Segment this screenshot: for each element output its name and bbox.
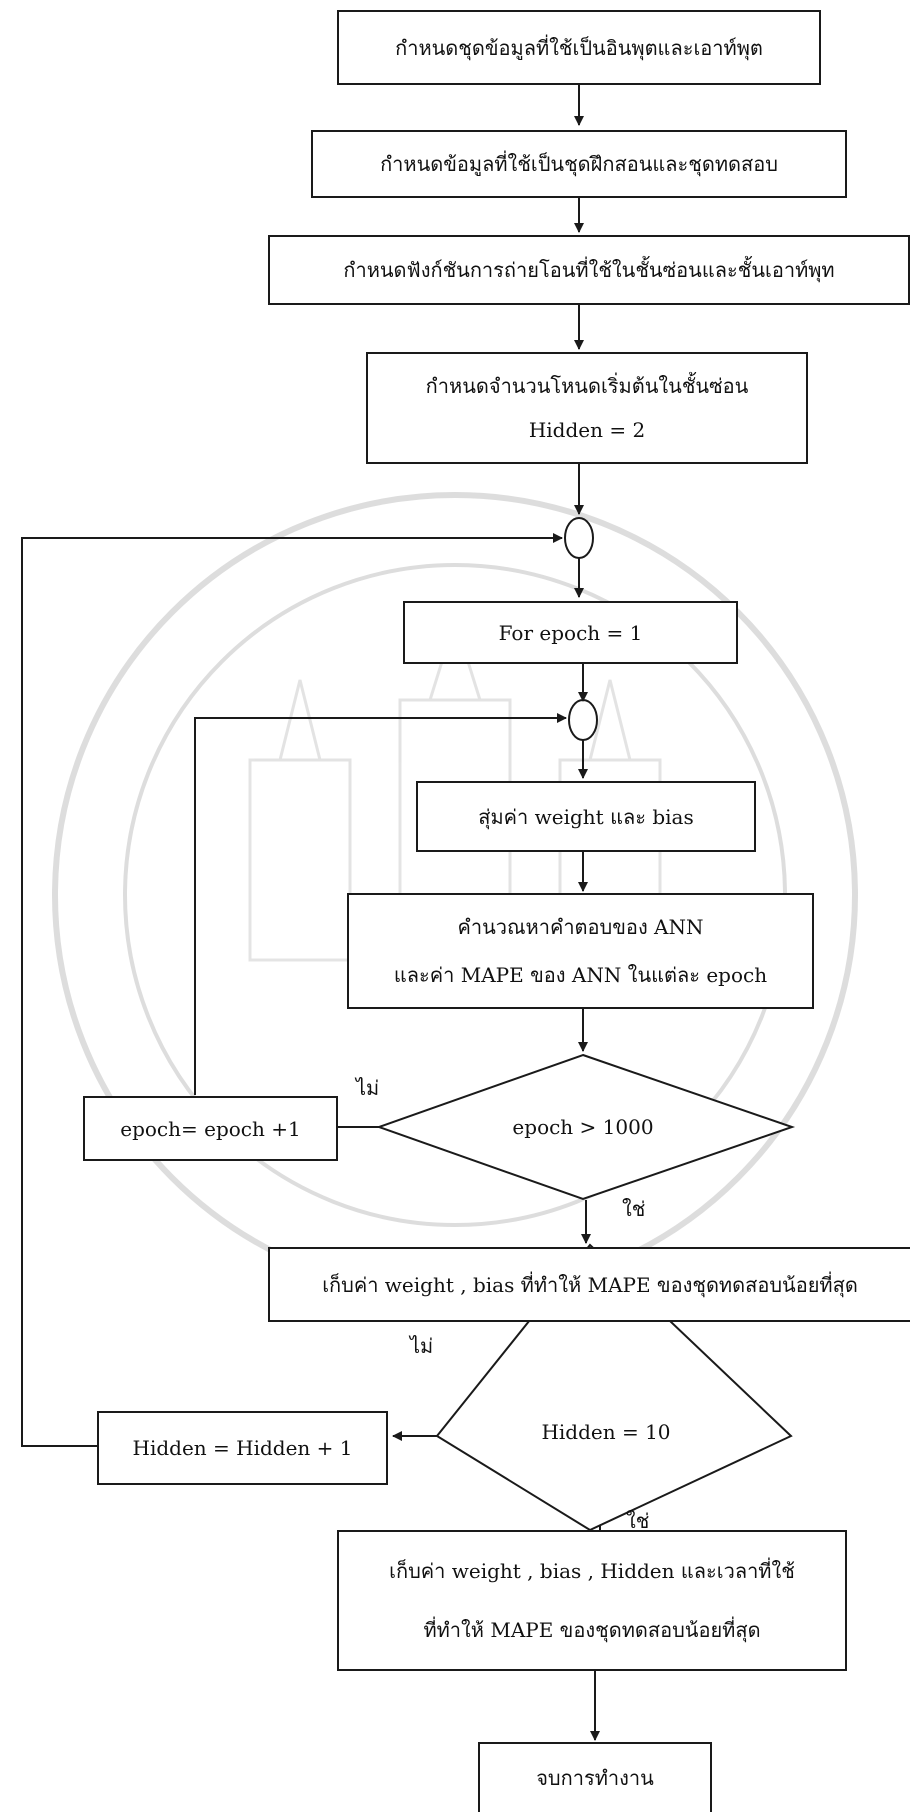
step-init-hidden: กำหนดจำนวนโหนดเริ่มต้นในชั้นซ่อน Hidden … xyxy=(366,352,808,464)
step-init-hidden-text: กำหนดจำนวนโหนดเริ่มต้นในชั้นซ่อน xyxy=(425,374,749,398)
decision-hidden-text: Hidden = 10 xyxy=(541,1420,671,1444)
decision-epoch-text: epoch > 1000 xyxy=(512,1115,654,1139)
step-hidden-increment: Hidden = Hidden + 1 xyxy=(97,1411,388,1485)
decision-epoch xyxy=(375,1053,796,1201)
step-compute-ann-line1: คำนวณหาคำตอบของ ANN xyxy=(457,915,704,939)
step-random-weights: สุ่มค่า weight และ bias xyxy=(416,781,756,852)
label-no-epoch: ไม่ xyxy=(356,1076,380,1100)
hidden-loop-line xyxy=(21,533,563,1447)
step-final-store-line1: เก็บค่า weight , bias , Hidden และเวลาที… xyxy=(389,1559,795,1584)
step-init-hidden-value: Hidden = 2 xyxy=(528,418,646,442)
step-define-io: กำหนดชุดข้อมูลที่ใช้เป็นอินพุตและเอาท์พุ… xyxy=(337,10,821,85)
step-final-store-line2: ที่ทำให้ MAPE ของชุดทดสอบน้อยที่สุด xyxy=(423,1617,761,1642)
step-define-train-test-text: กำหนดข้อมูลที่ใช้เป็นชุดฝึกสอนและชุดทดสอ… xyxy=(380,152,778,176)
step-end-text: จบการทำงาน xyxy=(536,1766,654,1790)
step-define-io-text: กำหนดชุดข้อมูลที่ใช้เป็นอินพุตและเอาท์พุ… xyxy=(395,35,763,60)
connector-outer-loop xyxy=(564,517,594,559)
step-final-store: เก็บค่า weight , bias , Hidden และเวลาที… xyxy=(337,1530,847,1671)
step-define-transfer: กำหนดฟังก์ชันการถ่ายโอนที่ใช้ในชั้นซ่อนแ… xyxy=(268,235,910,305)
step-random-weights-text: สุ่มค่า weight และ bias xyxy=(478,804,694,829)
step-store-best: เก็บค่า weight , bias ที่ทำให้ MAPE ของช… xyxy=(268,1247,910,1322)
step-compute-ann: คำนวณหาคำตอบของ ANN และค่า MAPE ของ ANN … xyxy=(347,893,814,1009)
label-no-hidden: ไม่ xyxy=(410,1334,434,1358)
step-store-best-text: เก็บค่า weight , bias ที่ทำให้ MAPE ของช… xyxy=(322,1272,858,1297)
step-epoch-increment: epoch= epoch +1 xyxy=(83,1096,338,1161)
step-define-train-test: กำหนดข้อมูลที่ใช้เป็นชุดฝึกสอนและชุดทดสอ… xyxy=(311,130,847,198)
connector-inner-loop xyxy=(568,699,598,741)
step-define-transfer-text: กำหนดฟังก์ชันการถ่ายโอนที่ใช้ในชั้นซ่อนแ… xyxy=(343,258,835,282)
step-end: จบการทำงาน xyxy=(478,1742,712,1812)
label-yes-epoch: ใช่ xyxy=(622,1197,646,1221)
label-yes-hidden: ใช่ xyxy=(626,1509,650,1533)
step-for-epoch-text: For epoch = 1 xyxy=(498,620,643,645)
step-compute-ann-line2: และค่า MAPE ของ ANN ในแต่ละ epoch xyxy=(393,963,768,987)
step-epoch-increment-text: epoch= epoch +1 xyxy=(120,1116,301,1141)
step-for-epoch: For epoch = 1 xyxy=(403,601,738,664)
epoch-loop-line xyxy=(194,713,567,1095)
step-hidden-increment-text: Hidden = Hidden + 1 xyxy=(132,1436,353,1460)
